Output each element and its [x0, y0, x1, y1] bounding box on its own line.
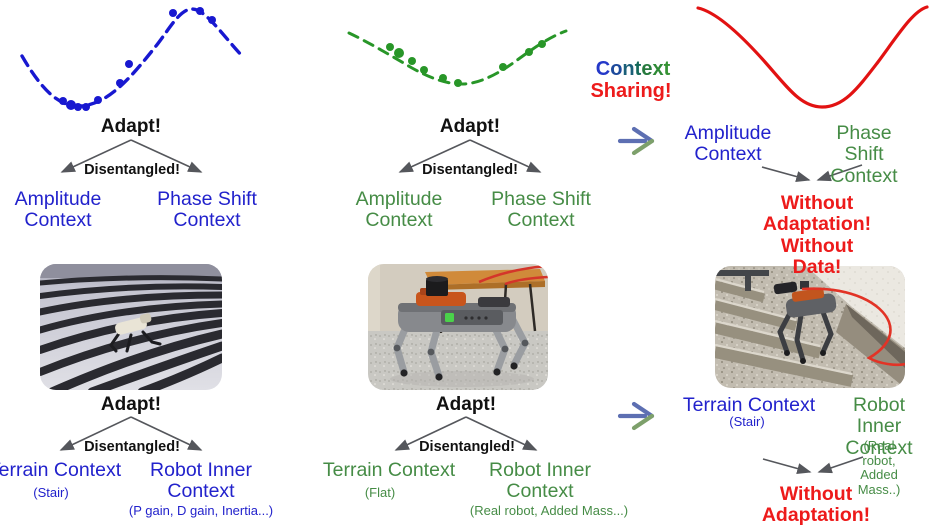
stairs-robot [773, 281, 837, 364]
context-sharing-arrow-top-icon [617, 126, 655, 156]
blue-curve-data-points [59, 7, 216, 111]
terrain-sub-label-real: (Flat) [364, 485, 396, 500]
context-sharing-word-sharing: Sharing! [590, 80, 672, 102]
adapt-label-green-sine: Adapt! [439, 116, 501, 137]
branch-arrows-real-robot [394, 416, 538, 451]
branch-arrows-blue-sine [60, 139, 203, 173]
terrain-sub-label-sim: (Stair) [33, 485, 69, 500]
robot-inner-sub-label-stairs: (Real robot, Added Mass..) [857, 438, 901, 497]
sim-robot [109, 313, 162, 353]
robot-inner-sub-label-real: (Real robot, Added Mass...) [469, 503, 629, 518]
phase-shift-context-label-shared: Phase Shift Context [830, 122, 898, 187]
phase-shift-context-label-blue: Phase Shift Context [157, 188, 257, 232]
quadruped-robot [390, 276, 534, 387]
robot-inner-sub-label-sim: (P gain, D gain, Inertia...) [128, 503, 274, 518]
merge-arrows-stairs-robot [762, 456, 864, 474]
without-adaptation-warning-bottom: Without Adaptation! Without Data! [761, 483, 871, 525]
adapt-label-blue-sine: Adapt! [100, 116, 162, 137]
stair-railing [715, 270, 769, 291]
context-sharing-arrow-bottom-icon [617, 401, 655, 431]
robot-stairs-image [715, 266, 905, 388]
robot-flat-image [368, 264, 548, 390]
amplitude-context-label-shared: Amplitude Context [684, 122, 772, 166]
phase-shift-context-label-green: Phase Shift Context [491, 188, 591, 232]
context-sharing-word-context: Context [595, 58, 671, 80]
terrain-context-label-sim: Terrain Context [0, 459, 122, 481]
adapt-label-sim-robot: Adapt! [100, 394, 162, 415]
green-curve-data-points [386, 40, 546, 87]
disentangled-label-sim-robot: Disentangled! [84, 439, 180, 455]
without-adaptation-warning-top: Without Adaptation! Without Data! [762, 192, 872, 279]
disentangled-label-real-robot: Disentangled! [419, 439, 515, 455]
terrain-sub-label-stairs: (Stair) [729, 414, 765, 429]
merge-arrows-red-sine [761, 164, 863, 182]
sim-stairs-image [40, 264, 222, 390]
robot-inner-context-label-stairs: Robot Inner Context [845, 394, 913, 459]
amplitude-context-label-green: Amplitude Context [355, 188, 443, 232]
amplitude-context-label-blue: Amplitude Context [14, 188, 102, 232]
robot-inner-context-label-real: Robot Inner Context [489, 459, 591, 503]
terrain-context-label-stairs: Terrain Context [682, 394, 816, 416]
disentangled-label-blue-sine: Disentangled! [84, 162, 180, 178]
terrain-context-label-real: Terrain Context [322, 459, 456, 481]
green-sine-curve [347, 29, 568, 87]
disentangled-label-green-sine: Disentangled! [422, 162, 518, 178]
adapt-label-real-robot: Adapt! [435, 394, 497, 415]
blue-sine-curve [20, 7, 245, 111]
robot-inner-context-label-sim: Robot Inner Context [150, 459, 252, 503]
red-sine-curve [696, 5, 929, 109]
branch-arrows-green-sine [398, 139, 542, 173]
stairs-power-cable [801, 287, 905, 367]
branch-arrows-sim-robot [59, 416, 203, 451]
